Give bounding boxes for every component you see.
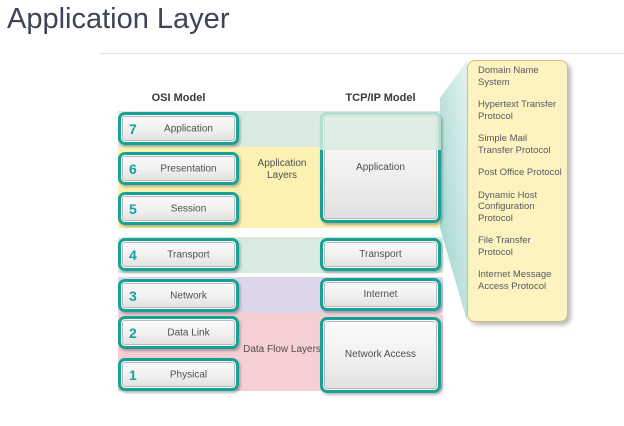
tcpip-internet-box: Internet — [320, 278, 441, 311]
layer-label: Application — [164, 123, 213, 134]
layer-label: Presentation — [160, 163, 217, 174]
osi-layer-box-3: 3 Network — [118, 279, 239, 312]
layer-label: Data Link — [167, 327, 210, 338]
protocol-item: Simple Mail Transfer Protocol — [478, 133, 551, 156]
layer-label: Physical — [169, 369, 208, 380]
osi-layer-box-7: 7 Application — [118, 112, 239, 145]
osi-model-header: OSI Model — [151, 92, 206, 104]
layer-number: 3 — [129, 287, 137, 304]
layer-label: Internet — [363, 288, 398, 300]
protocol-item: Domain Name System — [478, 65, 539, 88]
layer-label: Transport — [359, 248, 402, 260]
layer-label: Network — [170, 290, 207, 301]
page-title: Application Layer — [7, 3, 230, 35]
layer-number: 2 — [129, 324, 137, 341]
protocol-item: Dynamic Host Configuration Protocol — [478, 189, 538, 224]
layer-label: Network Access — [344, 349, 417, 360]
osi-layer-box-1: 1 Physical — [118, 358, 239, 391]
tcpip-model-header: TCP/IP Model — [345, 92, 416, 104]
layer-number: 7 — [129, 120, 137, 137]
layer-label: Transport — [167, 249, 210, 260]
tcpip-application-box: Application — [320, 112, 441, 223]
layer-label: Session — [170, 203, 207, 214]
protocol-callout: Domain Name System Hypertext Transfer Pr… — [467, 60, 568, 322]
title-divider — [100, 53, 624, 54]
osi-layer-box-6: 6 Presentation — [118, 152, 239, 185]
tcpip-transport-box: Transport — [320, 238, 441, 271]
layer-label: Application — [356, 161, 405, 173]
protocol-item: Internet Message Access Protocol — [478, 269, 552, 292]
osi-layer-box-5: 5 Session — [118, 192, 239, 225]
data-flow-layers-group-label: Data Flow Layers — [243, 344, 321, 355]
layer-number: 5 — [129, 200, 137, 217]
layer-number: 4 — [129, 246, 137, 263]
osi-layer-box-2: 2 Data Link — [118, 316, 239, 349]
application-box-highlight — [320, 112, 441, 150]
tcpip-network-access-box: Network Access — [320, 317, 441, 393]
layer-number: 1 — [129, 366, 137, 383]
osi-layer-box-4: 4 Transport — [118, 238, 239, 271]
protocol-item: Hypertext Transfer Protocol — [478, 99, 557, 122]
protocol-item: Post Office Protocol — [478, 167, 562, 178]
layer-number: 6 — [129, 160, 137, 177]
application-layers-group-label: Application Layers — [257, 158, 307, 181]
protocol-item: File Transfer Protocol — [478, 235, 531, 258]
